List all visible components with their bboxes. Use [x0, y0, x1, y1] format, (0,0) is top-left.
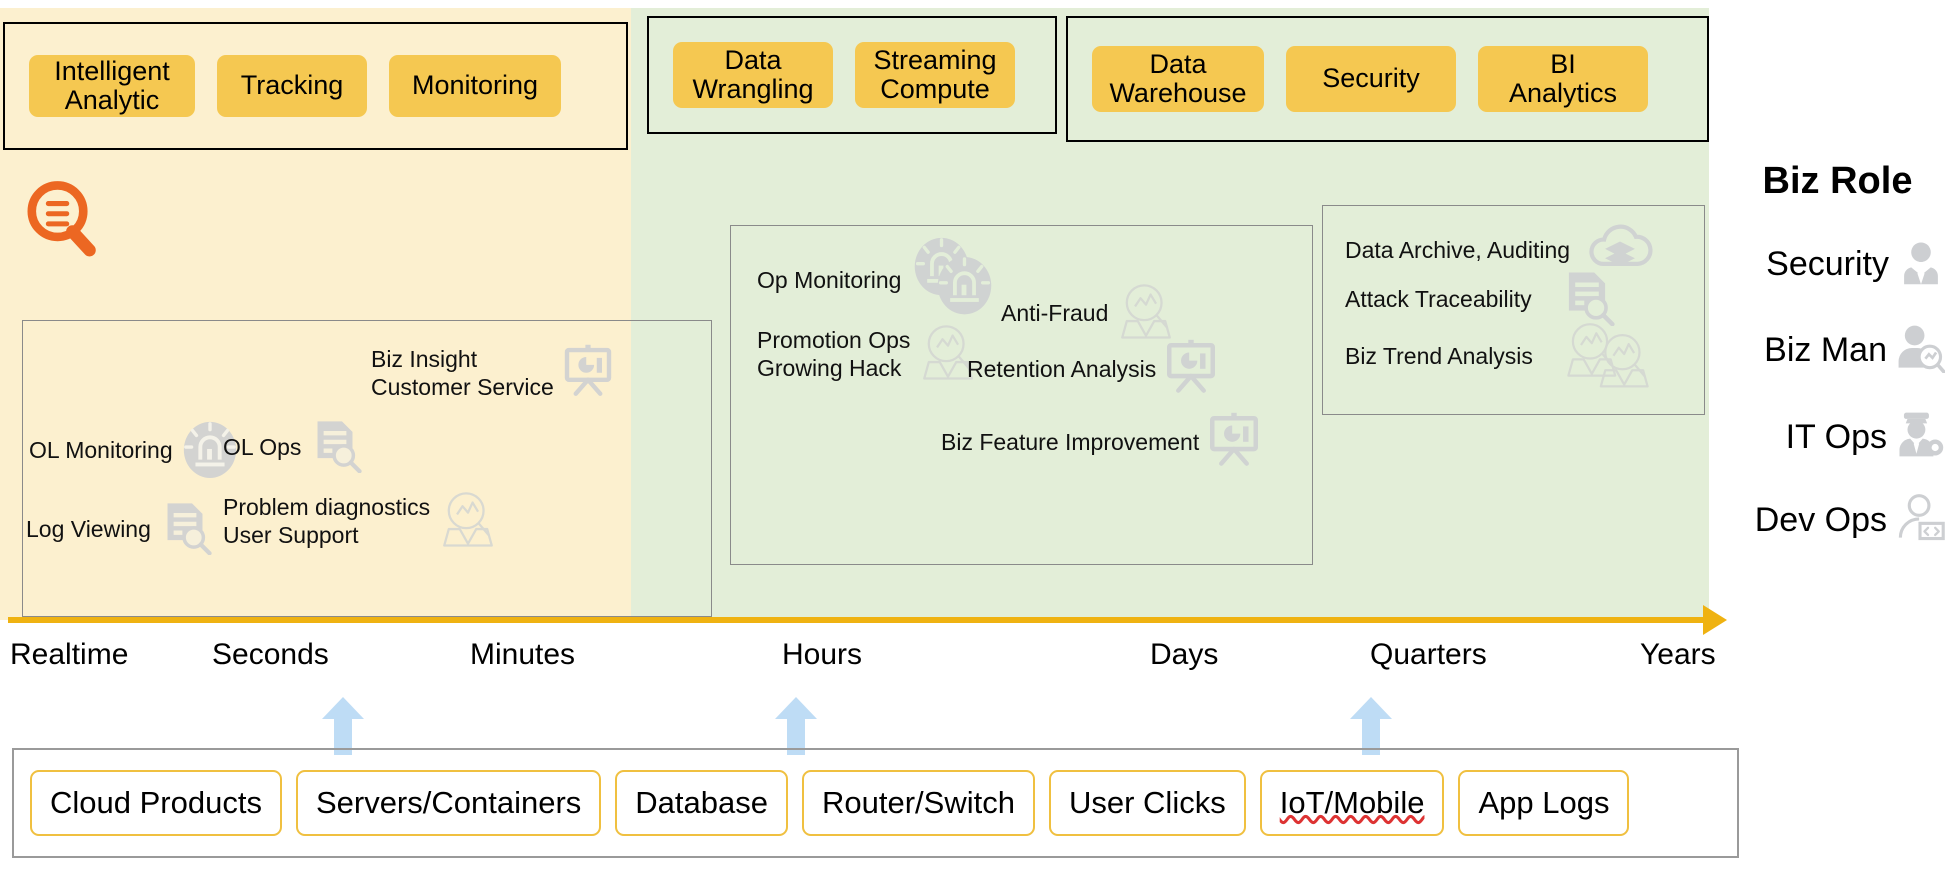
capability-pill-bi-analytics[interactable]: BI Analytics — [1478, 46, 1648, 112]
timeline-tick-minutes: Minutes — [470, 638, 576, 671]
analyst-person-icon — [916, 322, 980, 387]
scenario-label: Problem diagnostics User Support — [223, 494, 431, 548]
scenario-label: OL Ops — [223, 433, 302, 460]
timeline-tick-hours: Hours — [782, 638, 863, 671]
biz-role-legend: Biz Role Security Biz Man — [1730, 160, 1946, 580]
capability-pill-intelligent-analytic[interactable]: Intelligent Analytic — [29, 55, 195, 117]
presentation-chart-icon — [1205, 411, 1263, 474]
mid-term-scenarios-panel: Op Monitoring Anti-Fraud — [730, 225, 1313, 565]
biz-role-biz-man[interactable]: Biz Man — [1730, 323, 1946, 378]
security-officer-icon — [1897, 238, 1945, 291]
data-source-database[interactable]: Database — [615, 770, 789, 836]
timeline-arrow-head — [1703, 605, 1727, 635]
biz-role-label: Dev Ops — [1754, 501, 1887, 539]
scenario-label: Data Archive, Auditing — [1345, 236, 1571, 263]
capability-pill-security[interactable]: Security — [1286, 46, 1456, 112]
ingest-arrow-1 — [322, 697, 364, 755]
scenario-promotion-ops-growing-hack[interactable]: Promotion Ops Growing Hack — [757, 322, 980, 387]
scenario-ol-ops[interactable]: OL Ops — [223, 417, 363, 478]
ingest-arrow-3 — [1350, 697, 1392, 755]
scenario-biz-trend-analysis[interactable]: Biz Trend Analysis — [1345, 318, 1653, 395]
data-sources-frame: Cloud Products Servers/Containers Databa… — [12, 748, 1739, 858]
biz-role-dev-ops[interactable]: Dev Ops — [1730, 493, 1945, 548]
data-source-iot-mobile[interactable]: IoT/Mobile — [1259, 770, 1445, 836]
biz-role-it-ops[interactable]: IT Ops — [1730, 410, 1945, 465]
data-source-user-clicks[interactable]: User Clicks — [1048, 770, 1246, 836]
analyst-person-icon — [1114, 281, 1178, 346]
timeline-tick-quarters: Quarters — [1370, 638, 1487, 671]
document-search-icon — [307, 417, 363, 478]
scenario-ol-monitoring[interactable]: OL Monitoring — [29, 417, 241, 484]
scenario-op-monitoring[interactable]: Op Monitoring — [757, 234, 999, 327]
data-source-app-logs[interactable]: App Logs — [1458, 770, 1630, 836]
scenario-biz-insight-customer-service[interactable]: Biz Insight Customer Service — [371, 343, 616, 404]
capability-group-warehouse: Data Warehouse Security BI Analytics — [1066, 16, 1709, 142]
scenario-label: Anti-Fraud — [1001, 299, 1109, 326]
presentation-chart-icon — [560, 343, 616, 404]
scenario-label: Biz Feature Improvement — [941, 428, 1200, 455]
biz-role-label: IT Ops — [1785, 418, 1887, 456]
scenario-label: Attack Traceability — [1345, 285, 1532, 312]
biz-role-label: Biz Man — [1764, 331, 1887, 369]
capability-group-streaming: Data Wrangling Streaming Compute — [647, 16, 1057, 134]
scenario-log-viewing[interactable]: Log Viewing — [26, 499, 213, 560]
timeline-tick-realtime: Realtime — [10, 638, 129, 671]
short-term-scenarios-panel: Biz Insight Customer Service OL Monitori… — [22, 320, 712, 617]
capability-pill-data-warehouse[interactable]: Data Warehouse — [1092, 46, 1264, 112]
timeline-tick-years: Years — [1640, 638, 1716, 671]
data-source-servers-containers[interactable]: Servers/Containers — [295, 770, 602, 836]
scenario-label: Log Viewing — [26, 515, 151, 542]
scenario-data-archive-auditing[interactable]: Data Archive, Auditing — [1345, 219, 1656, 282]
analyst-person-icon — [1563, 318, 1653, 395]
scenario-attack-traceability[interactable]: Attack Traceability — [1345, 268, 1616, 331]
biz-role-label: Security — [1766, 245, 1889, 283]
scenario-anti-fraud[interactable]: Anti-Fraud — [1001, 281, 1178, 346]
capability-pill-monitoring[interactable]: Monitoring — [389, 55, 561, 117]
scenario-label: OL Monitoring — [29, 436, 173, 463]
timeline-tick-seconds: Seconds — [212, 638, 329, 671]
log-search-icon — [27, 181, 96, 257]
capability-pill-data-wrangling[interactable]: Data Wrangling — [673, 42, 833, 108]
scenario-retention-analysis[interactable]: Retention Analysis — [967, 338, 1220, 401]
long-term-scenarios-panel: Data Archive, Auditing Attack Traceabili… — [1322, 205, 1705, 415]
presentation-chart-icon — [1162, 338, 1220, 401]
scenario-label: Biz Insight Customer Service — [371, 346, 554, 400]
biz-role-title: Biz Role — [1762, 160, 1913, 202]
double-alarm-light-icon — [907, 234, 999, 327]
alarm-light-icon — [179, 417, 241, 484]
scenario-biz-feature-improvement[interactable]: Biz Feature Improvement — [941, 411, 1263, 474]
timeline-tick-days: Days — [1150, 638, 1219, 671]
timeline-axis-line — [8, 617, 1710, 623]
developer-icon — [1895, 493, 1945, 548]
capability-pill-streaming-compute[interactable]: Streaming Compute — [855, 42, 1015, 108]
ingest-arrow-2 — [775, 697, 817, 755]
scenario-label: Retention Analysis — [967, 355, 1157, 382]
scenario-label: Promotion Ops Growing Hack — [757, 327, 911, 381]
document-search-icon — [157, 499, 213, 560]
it-operator-icon — [1895, 410, 1945, 465]
scenario-problem-diagnostics-user-support[interactable]: Problem diagnostics User Support — [223, 489, 500, 554]
business-analyst-icon — [1895, 323, 1946, 378]
analyst-person-icon — [436, 489, 500, 554]
capability-pill-tracking[interactable]: Tracking — [217, 55, 367, 117]
cloud-storage-icon — [1584, 219, 1656, 282]
document-search-icon — [1558, 268, 1616, 331]
scenario-label: Biz Trend Analysis — [1345, 342, 1533, 369]
scenario-label: Op Monitoring — [757, 266, 902, 293]
capability-group-realtime: Intelligent Analytic Tracking Monitoring — [3, 22, 628, 150]
biz-role-security[interactable]: Security — [1730, 238, 1945, 291]
data-source-router-switch[interactable]: Router/Switch — [802, 770, 1035, 836]
data-source-cloud-products[interactable]: Cloud Products — [30, 770, 282, 836]
